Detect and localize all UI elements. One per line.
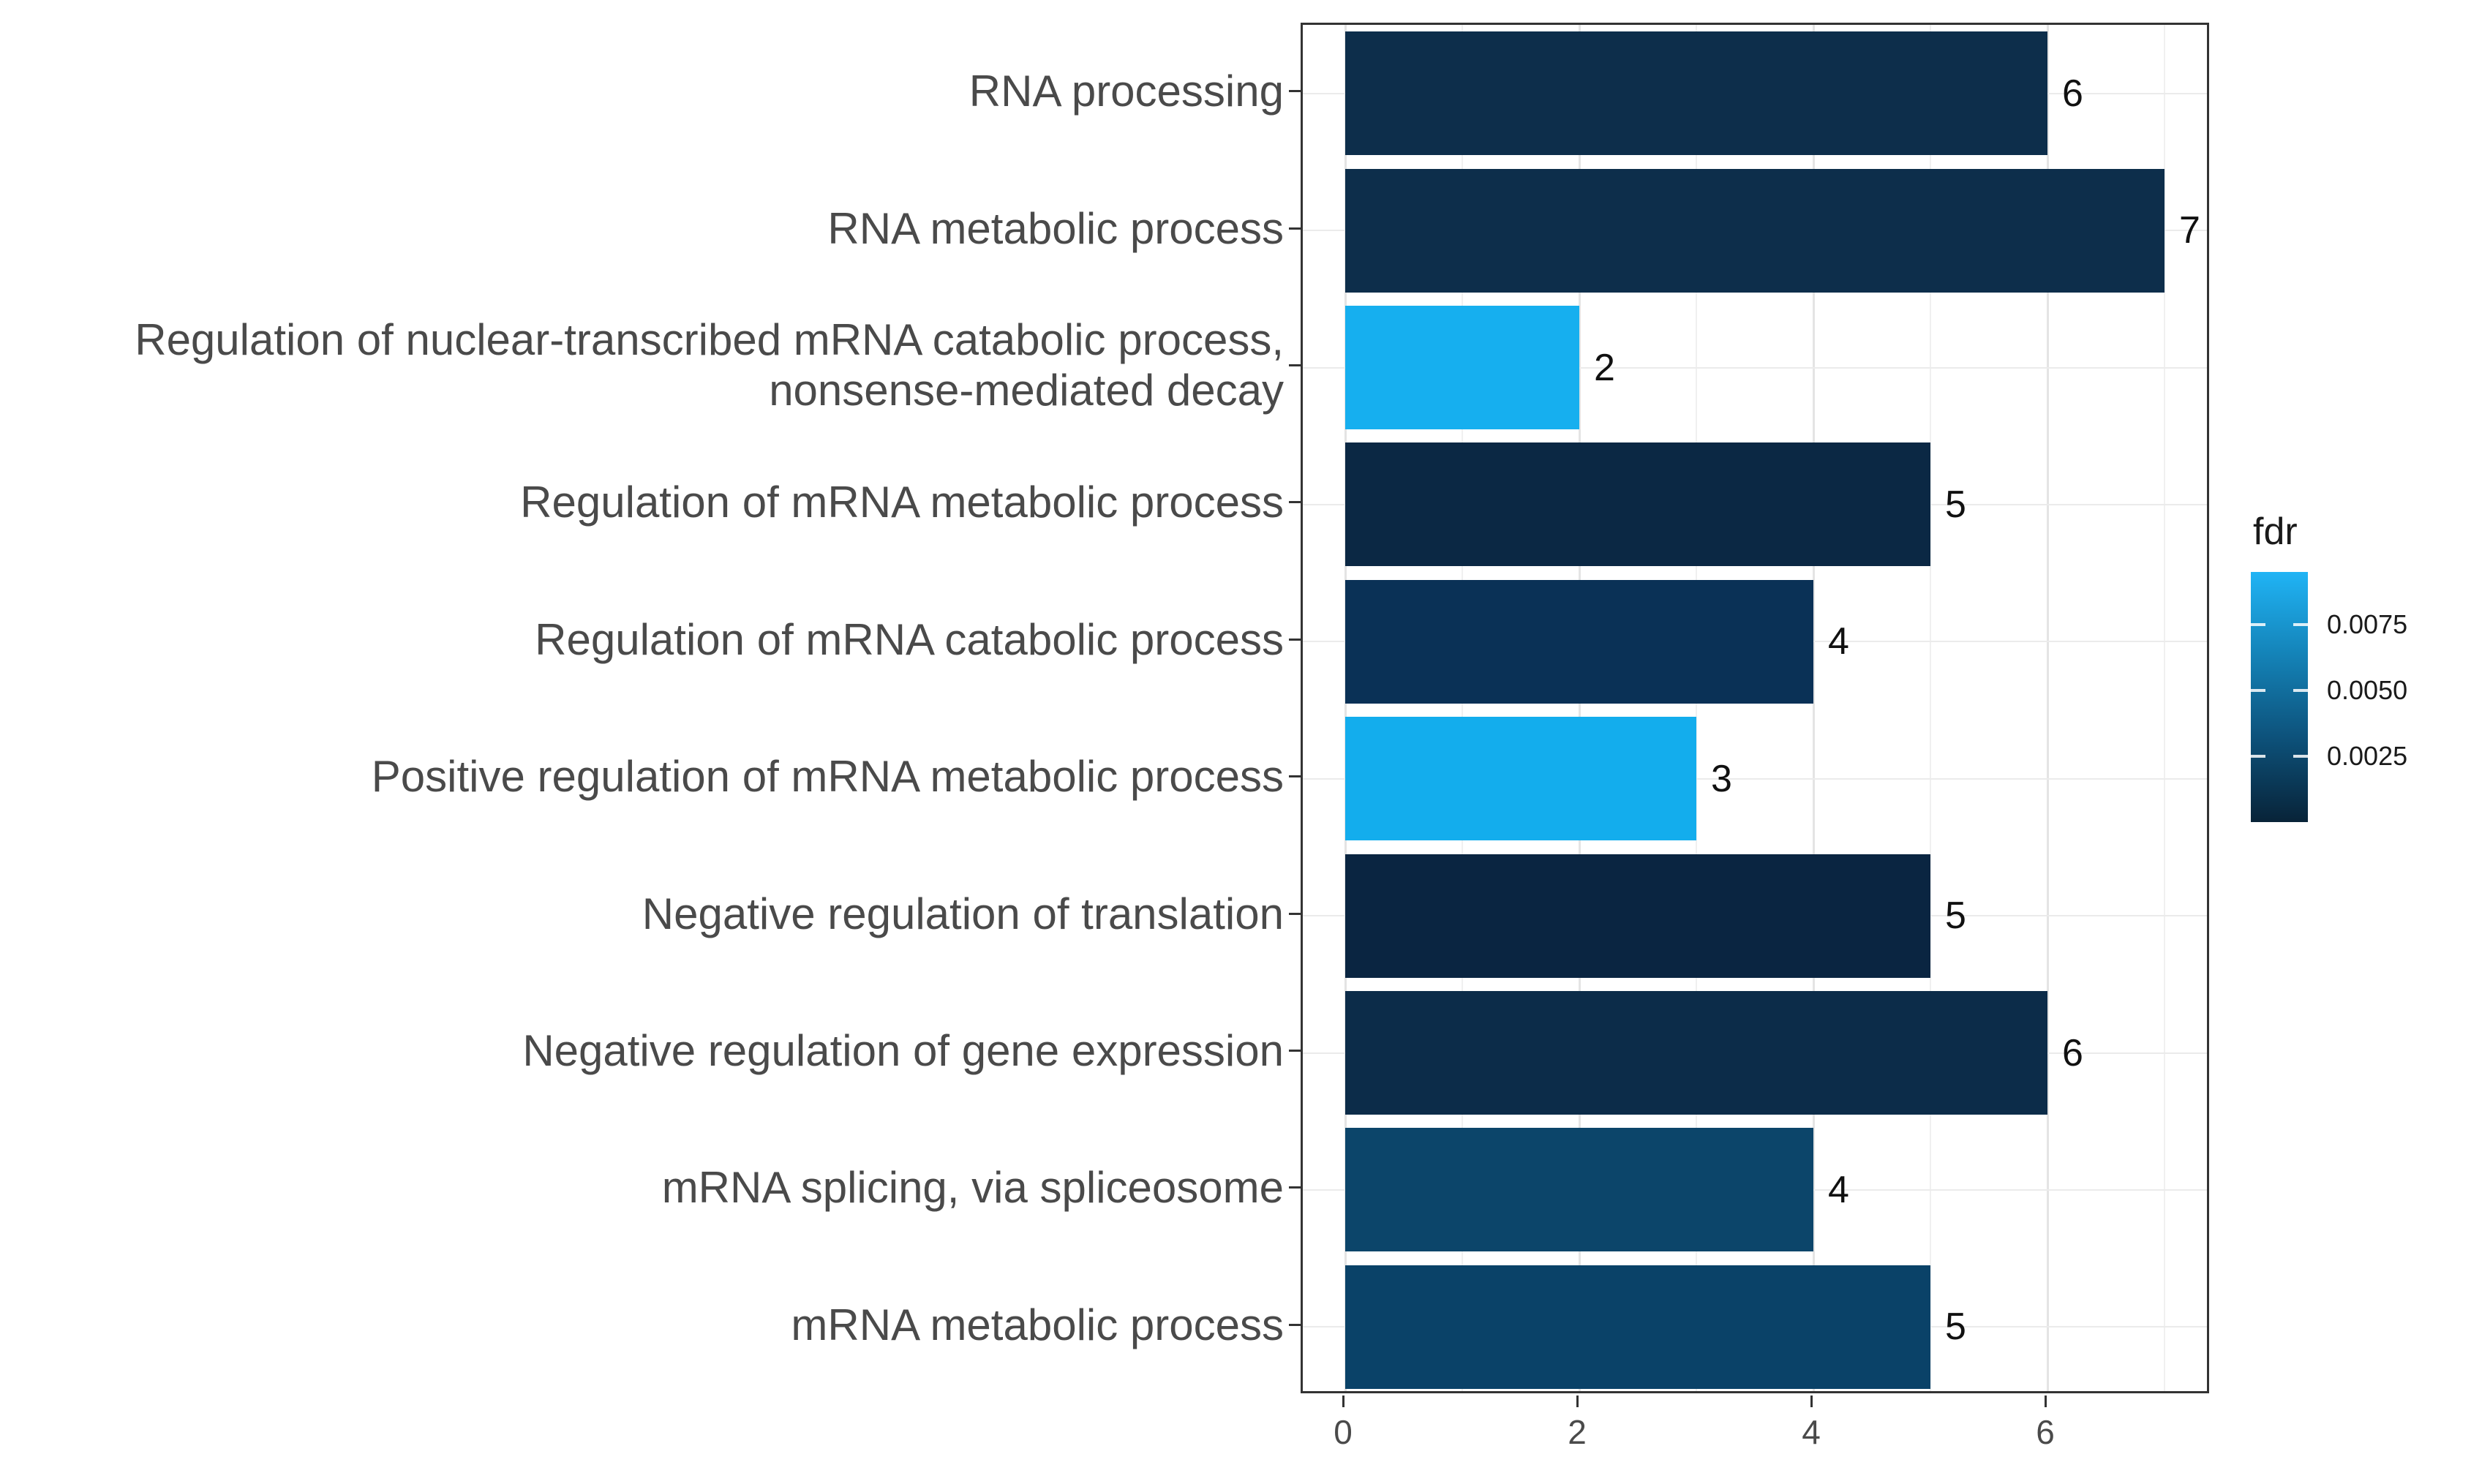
- category-label: RNA metabolic process: [827, 203, 1284, 253]
- bar-value-label: 2: [1594, 346, 1615, 389]
- bar: [1345, 854, 1930, 978]
- y-tick: [1289, 227, 1301, 230]
- x-tick: [1810, 1396, 1813, 1407]
- legend-title: fdr: [2253, 511, 2298, 553]
- x-gridline-major: [2046, 25, 2049, 1391]
- legend-tick: [2293, 623, 2308, 626]
- y-gridline: [1303, 366, 2207, 369]
- legend: fdr 0.0075 0.0050 0.0025: [2251, 511, 2407, 822]
- category-label: mRNA splicing, via spliceosome: [661, 1163, 1284, 1213]
- legend-tick: [2251, 623, 2265, 626]
- x-tick: [1576, 1396, 1579, 1407]
- bar: [1345, 717, 1696, 841]
- legend-tick: [2293, 689, 2308, 692]
- legend-tick: [2251, 755, 2265, 758]
- x-tick-label: 0: [1334, 1413, 1353, 1451]
- legend-tick: [2293, 755, 2308, 758]
- category-label: Regulation of mRNA metabolic process: [520, 478, 1284, 527]
- y-tick: [1289, 775, 1301, 778]
- x-gridline-major: [1812, 25, 1815, 1391]
- bar-value-label: 7: [2179, 209, 2200, 252]
- bar: [1345, 31, 2047, 156]
- y-tick: [1289, 1050, 1301, 1052]
- legend-tick-label: 0.0075: [2327, 609, 2408, 639]
- x-tick-label: 6: [2036, 1413, 2055, 1451]
- bar: [1345, 168, 2165, 293]
- y-tick: [1289, 912, 1301, 915]
- legend-gradient-bar: [2251, 572, 2308, 822]
- x-tick-label: 4: [1802, 1413, 1821, 1451]
- category-label: Negative regulation of translation: [642, 889, 1284, 938]
- y-tick: [1289, 501, 1301, 504]
- category-label: RNA processing: [969, 67, 1284, 116]
- bar: [1345, 991, 2047, 1115]
- category-label: mRNA metabolic process: [791, 1300, 1284, 1349]
- bar-value-label: 5: [1945, 1306, 1966, 1349]
- legend-gradient-wrap: 0.0075 0.0050 0.0025: [2251, 572, 2407, 822]
- bar: [1345, 1265, 1930, 1389]
- category-label: Negative regulation of gene expression: [522, 1025, 1284, 1075]
- bar-value-label: 3: [1711, 757, 1732, 800]
- y-tick: [1289, 90, 1301, 93]
- x-gridline-major: [1578, 25, 1581, 1391]
- x-gridline-minor: [2164, 25, 2165, 1391]
- bar: [1345, 442, 1930, 567]
- x-gridline-minor: [1696, 25, 1697, 1391]
- legend-tick-label: 0.0050: [2327, 675, 2408, 705]
- bar-value-label: 6: [2062, 1031, 2083, 1074]
- bar: [1345, 306, 1579, 429]
- y-tick: [1289, 1323, 1301, 1326]
- legend-tick-label: 0.0025: [2327, 741, 2408, 771]
- bar-value-label: 4: [1828, 620, 1849, 663]
- x-tick: [1342, 1396, 1344, 1407]
- bar-value-label: 5: [1945, 894, 1966, 938]
- bar-value-label: 6: [2062, 72, 2083, 115]
- bar-value-label: 5: [1945, 483, 1966, 526]
- x-gridline-minor: [1462, 25, 1463, 1391]
- category-label: Regulation of mRNA catabolic process: [535, 614, 1284, 664]
- bar-value-label: 4: [1828, 1168, 1849, 1211]
- x-gridline-major: [1344, 25, 1347, 1391]
- y-tick: [1289, 1186, 1301, 1189]
- y-tick: [1289, 364, 1301, 366]
- category-label: Positive regulation of mRNA metabolic pr…: [371, 752, 1284, 802]
- plot-panel: 6 7 2 5 4 3 5 6 4 5: [1301, 23, 2209, 1393]
- x-tick: [2044, 1396, 2047, 1407]
- legend-tick: [2251, 689, 2265, 692]
- y-gridline: [1303, 777, 2207, 780]
- bar: [1345, 579, 1813, 704]
- x-tick-label: 2: [1568, 1413, 1587, 1451]
- bar: [1345, 1128, 1813, 1252]
- x-gridline-minor: [1930, 25, 1931, 1391]
- y-tick: [1289, 638, 1301, 641]
- category-label: Regulation of nuclear-transcribed mRNA c…: [135, 315, 1284, 415]
